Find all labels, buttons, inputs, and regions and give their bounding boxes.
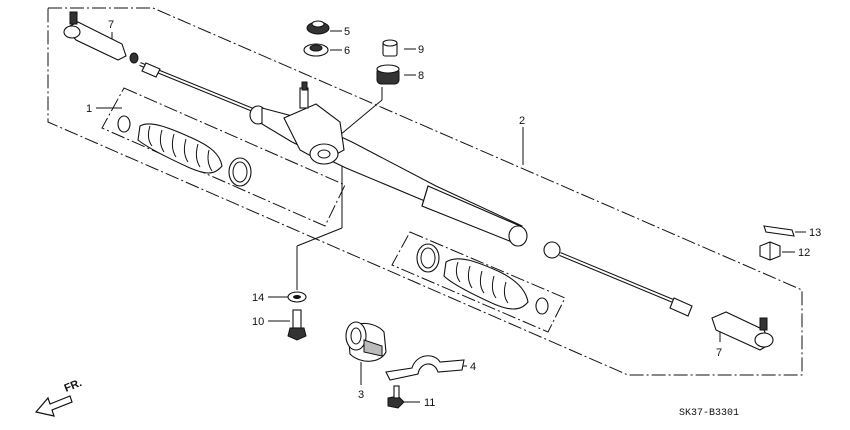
washer [287, 291, 307, 303]
bracket [385, 355, 465, 381]
leader-lines [96, 30, 806, 403]
callout-9: 9 [418, 44, 424, 56]
cotter-pin [763, 225, 795, 237]
boot-left [117, 115, 252, 187]
callout-1: 1 [86, 103, 92, 115]
boot-kit-frame-right [391, 231, 566, 333]
callout-4: 4 [470, 361, 476, 373]
assembly-frame [47, 7, 803, 376]
tie-rod-left [139, 62, 267, 125]
mount-bushing [345, 321, 387, 362]
boot-kit-frame-left [101, 87, 346, 227]
front-arrow-icon: FR. [34, 377, 84, 417]
part-code: SK37-B3301 [679, 408, 739, 419]
callout-8: 8 [418, 70, 424, 82]
callout-2: 2 [519, 115, 525, 127]
callout-11: 11 [424, 397, 435, 409]
callout-5: 5 [344, 26, 350, 38]
callout-labels: 7 1 5 6 9 8 2 13 12 14 10 3 4 11 7 [86, 19, 821, 409]
callout-10: 10 [252, 316, 264, 328]
castle-nut [759, 241, 781, 261]
callout-3: 3 [358, 389, 364, 401]
cap-upper [306, 20, 330, 35]
direction-label: FR. [63, 377, 84, 395]
callout-14: 14 [252, 292, 264, 304]
bolt-left [287, 309, 307, 341]
callout-6: 6 [344, 45, 350, 57]
tie-rod-right [559, 252, 693, 317]
callout-12: 12 [798, 247, 810, 259]
cap-lower [303, 43, 329, 57]
callout-7-left: 7 [108, 19, 114, 31]
callout-7-right: 7 [716, 347, 722, 359]
cap-port [376, 64, 400, 85]
bushing-small [382, 39, 398, 57]
callout-13: 13 [809, 227, 821, 239]
boot-right [416, 243, 549, 315]
rack-housing [261, 81, 561, 259]
tie-rod-end-left [63, 11, 139, 64]
tie-rod-end-right [711, 311, 774, 351]
bolt-bracket [387, 385, 405, 409]
